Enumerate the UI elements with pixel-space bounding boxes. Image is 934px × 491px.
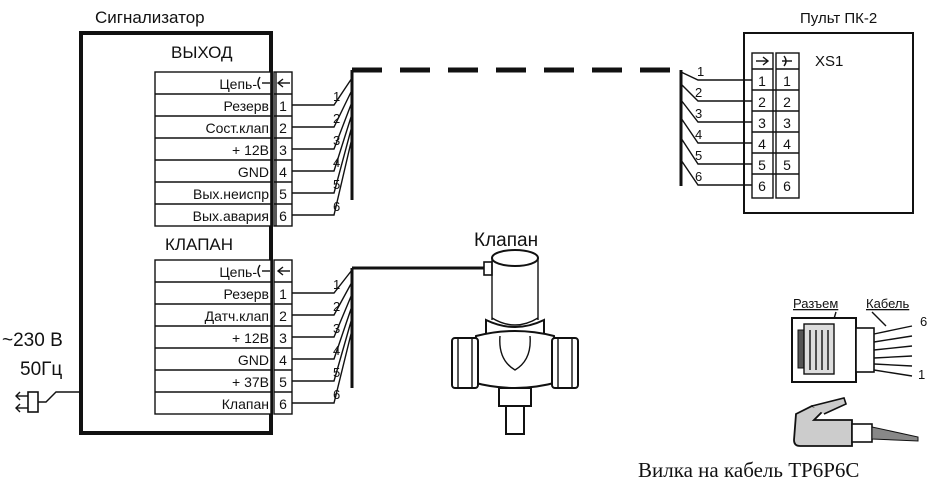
output-row-label: Вых.авария — [193, 208, 269, 224]
signalizer-box — [79, 31, 273, 435]
valve-row-label: Датч.клап — [205, 308, 269, 324]
output-pin-number: 6 — [279, 208, 287, 224]
socket-icon — [782, 55, 792, 67]
panel-pin-right: 3 — [783, 115, 791, 131]
plug-pin-bottom: 1 — [918, 367, 925, 382]
panel-pin-right: 6 — [783, 178, 791, 194]
arrow-in-icon — [257, 76, 270, 90]
valve-row-label: Резерв — [224, 286, 269, 302]
panel-pin-left: 5 — [758, 157, 766, 173]
arrow-in-icon — [257, 264, 270, 278]
valve-row-label: GND — [238, 352, 269, 368]
panel-connector — [751, 52, 800, 199]
output-row-label: Сост.клап — [206, 120, 269, 136]
output-pin-number: 3 — [279, 142, 287, 158]
output-wire-number: 3 — [333, 133, 340, 148]
panel-pin-right: 2 — [783, 94, 791, 110]
output-row-label: GND — [238, 164, 269, 180]
valve-wire-number: 1 — [333, 277, 340, 292]
signalizer-title: Сигнализатор — [95, 8, 205, 27]
output-pin-number: 5 — [279, 186, 287, 202]
panel-pin-left: 2 — [758, 94, 766, 110]
output-row-label: Резерв — [224, 98, 269, 114]
valve-row-label: Клапан — [222, 396, 269, 412]
power-frequency: 50Гц — [20, 359, 62, 380]
output-wire-number: 4 — [333, 155, 340, 170]
panel-wire-bundle — [679, 70, 752, 186]
valve-row-label: + 37В — [232, 374, 269, 390]
panel-wire-number: 3 — [695, 106, 702, 121]
panel-wire-number: 1 — [697, 64, 704, 79]
power-voltage: ~230 В — [2, 330, 63, 351]
output-wire-number: 1 — [333, 89, 340, 104]
valve-wire-number: 2 — [333, 299, 340, 314]
output-row-label: Цепь- — [219, 76, 257, 92]
valve-pin-number: 2 — [279, 308, 287, 324]
panel-pin-left: 1 — [758, 73, 766, 89]
panel-pin-left: 3 — [758, 115, 766, 131]
output-terminal-block — [154, 71, 293, 227]
panel-wire-number: 6 — [695, 169, 702, 184]
valve-wire-number: 5 — [333, 365, 340, 380]
valve-pin-number: 4 — [279, 352, 287, 368]
valve-block-title: КЛАПАН — [165, 235, 233, 254]
valve-pin-number: 6 — [279, 396, 287, 412]
output-pin-number: 1 — [279, 98, 287, 114]
panel-box — [743, 32, 914, 214]
valve-icon — [451, 249, 579, 435]
plug-caption: Вилка на кабель TP6P6C — [638, 458, 859, 482]
valve-pin-number: 3 — [279, 330, 287, 346]
panel-pin-right: 4 — [783, 136, 791, 152]
output-pin-number: 4 — [279, 164, 287, 180]
panel-wire-number: 5 — [695, 148, 702, 163]
panel-pin-left: 4 — [758, 136, 766, 152]
plug-front-icon — [791, 317, 913, 383]
valve-pin-number: 5 — [279, 374, 287, 390]
arrow-left-icon — [276, 266, 290, 276]
valve-wire-bundle — [292, 266, 484, 404]
plug-cable-label: Кабель — [866, 296, 909, 311]
output-wire-number: 5 — [333, 177, 340, 192]
output-pin-number: 2 — [279, 120, 287, 136]
arrow-right-icon — [756, 56, 770, 66]
output-wire-number: 6 — [333, 199, 340, 214]
panel-title: Пульт ПК-2 — [800, 10, 877, 27]
valve-row-label: Цепь- — [219, 264, 257, 280]
valve-pin-number: 1 — [279, 286, 287, 302]
panel-pin-right: 5 — [783, 157, 791, 173]
arrow-left-icon — [276, 78, 290, 88]
output-wire-bundle — [292, 70, 354, 216]
connector-name: XS1 — [815, 53, 843, 70]
valve-wire-number: 6 — [333, 387, 340, 402]
valve-wire-number: 3 — [333, 321, 340, 336]
valve-terminal-block — [154, 259, 293, 415]
valve-wire-number: 4 — [333, 343, 340, 358]
panel-wire-number: 2 — [695, 85, 702, 100]
output-wire-number: 2 — [333, 111, 340, 126]
panel-pin-left: 6 — [758, 178, 766, 194]
output-row-label: Вых.неиспр — [193, 186, 269, 202]
output-block-title: ВЫХОД — [171, 43, 233, 62]
valve-title: Клапан — [474, 230, 538, 251]
panel-wire-number: 4 — [695, 127, 702, 142]
valve-row-label: + 12В — [232, 330, 269, 346]
panel-pin-right: 1 — [783, 73, 791, 89]
plug-socket-label: Разъем — [793, 296, 838, 311]
output-row-label: + 12В — [232, 142, 269, 158]
plug-side-icon — [793, 397, 919, 447]
plug-pin-top: 6 — [920, 314, 927, 329]
power-plug-icon — [15, 391, 81, 413]
